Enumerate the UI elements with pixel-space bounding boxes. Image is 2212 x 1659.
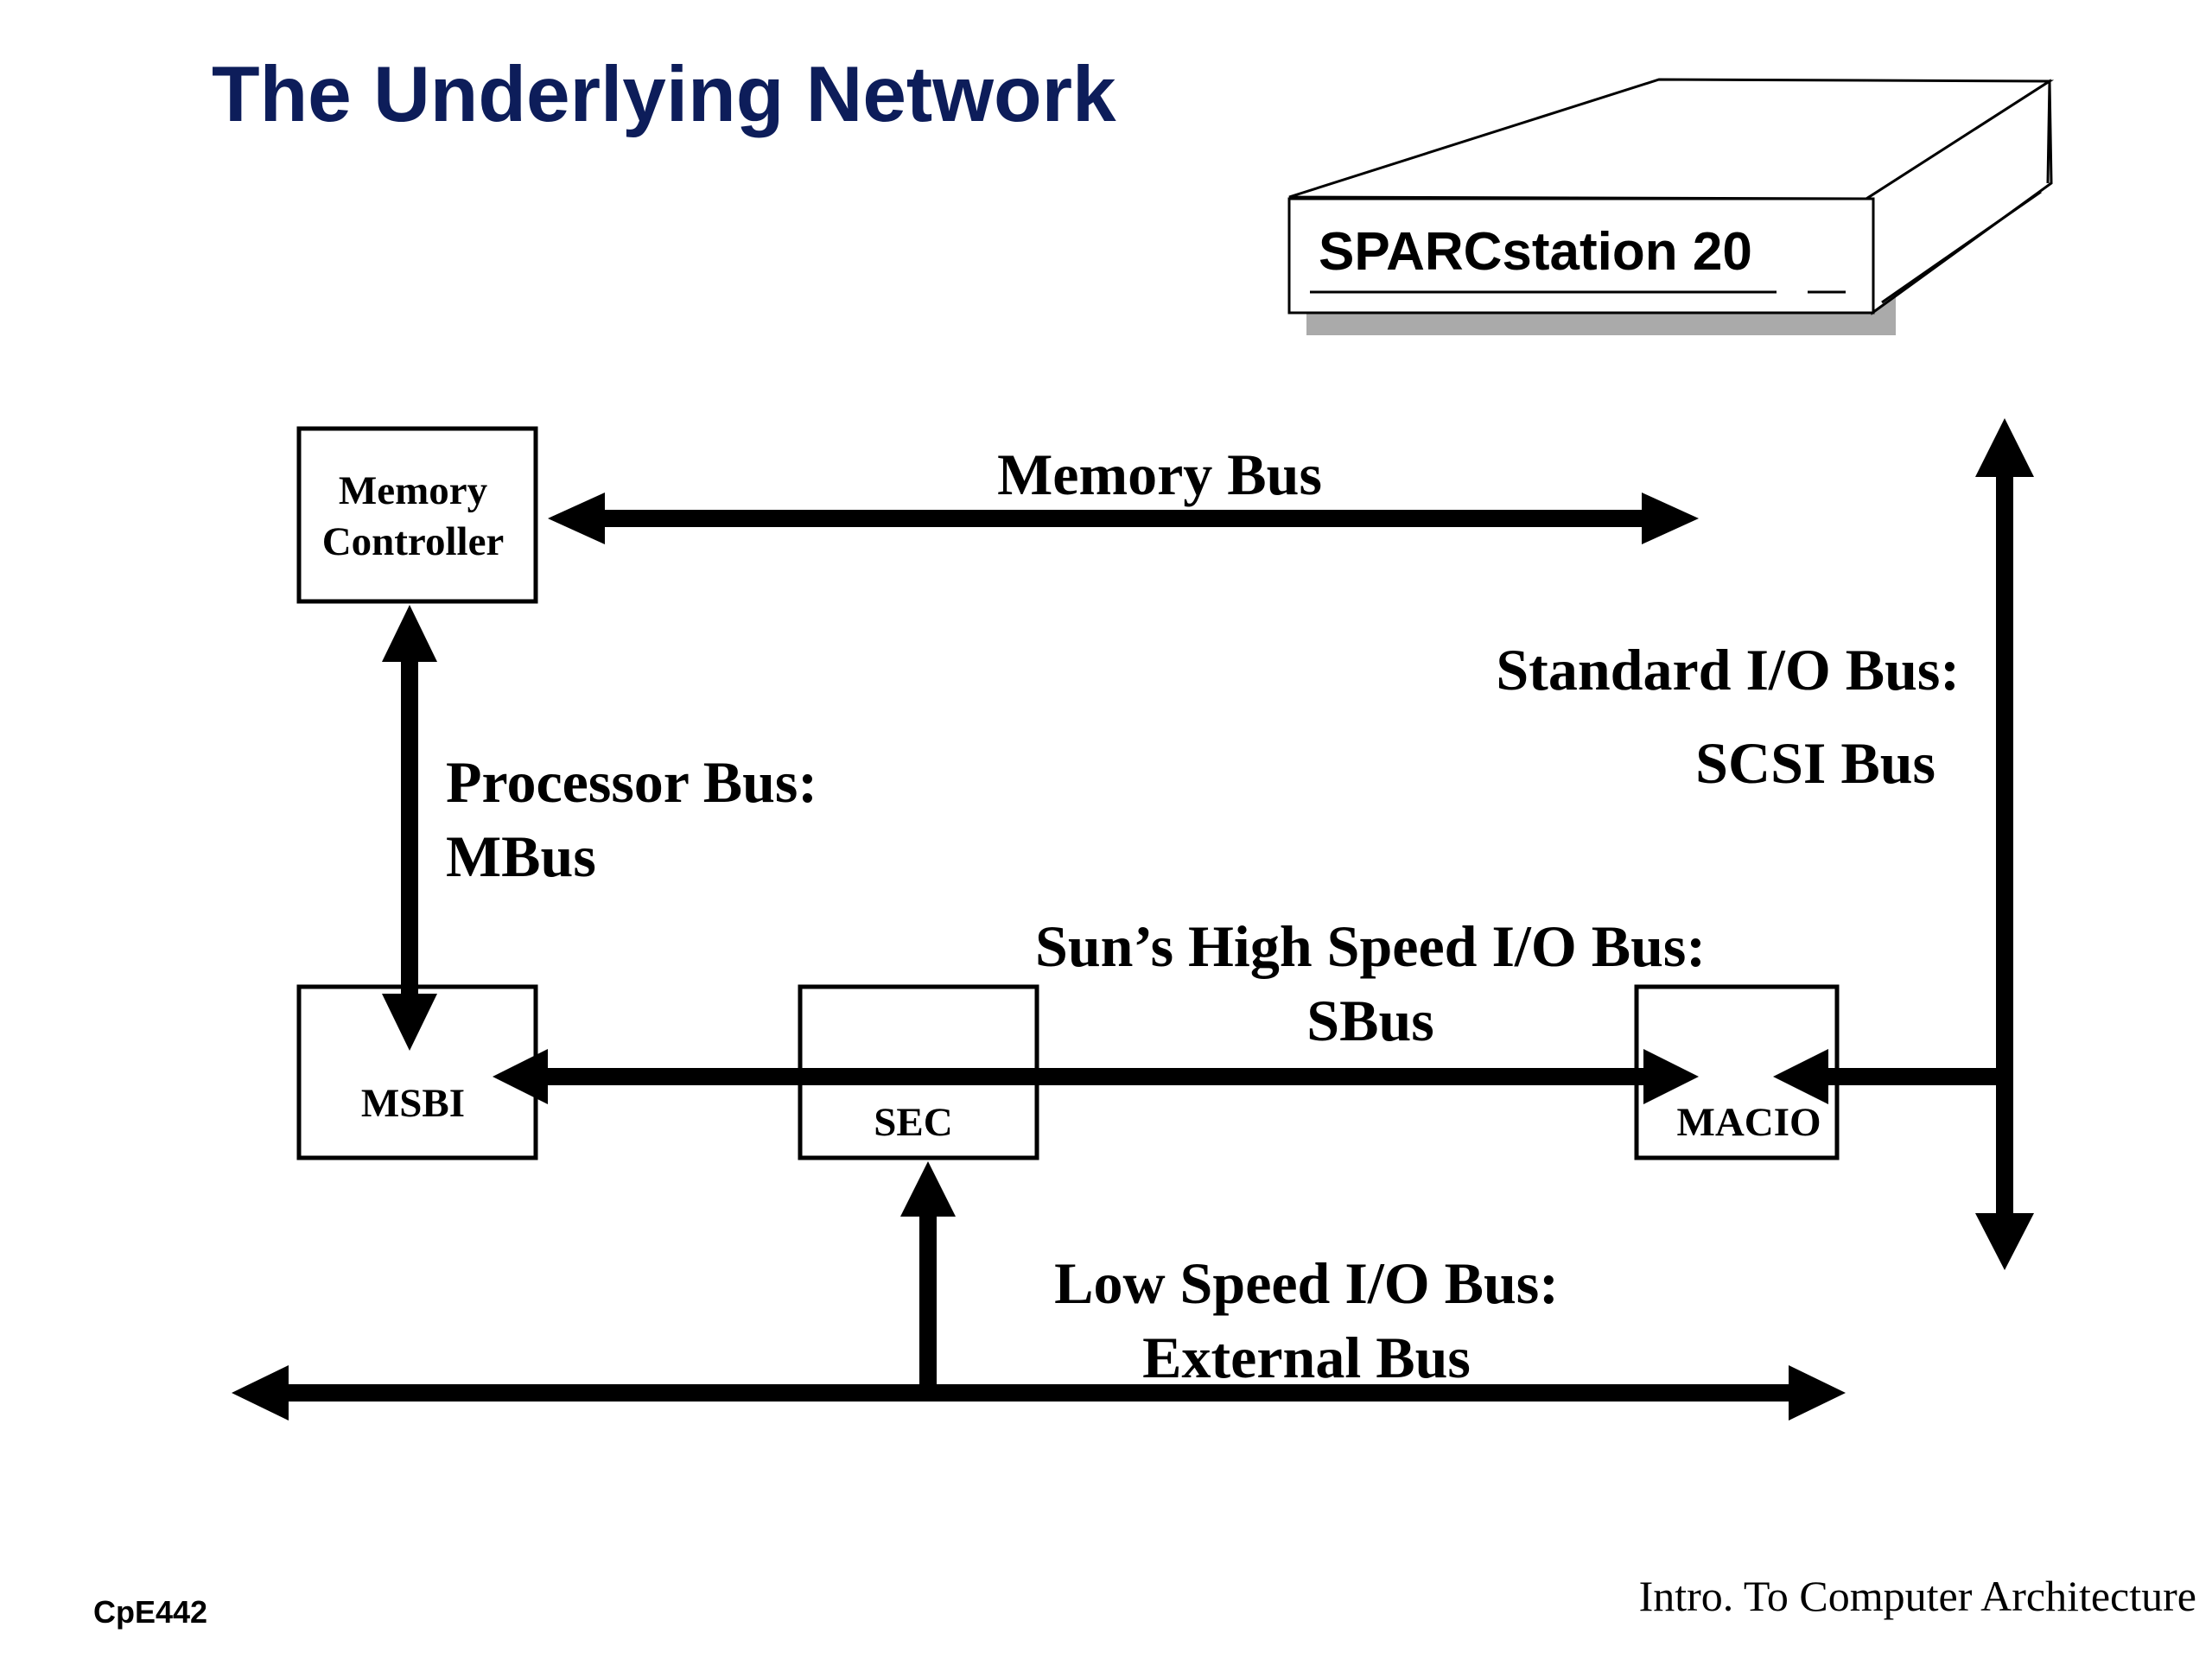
high-speed-io-bus-label-line1: Sun’s High Speed I/O Bus: [1035, 913, 1706, 979]
workstation-label: SPARCstation 20 [1319, 222, 1752, 282]
processor-bus-arrow [382, 605, 437, 1051]
low-speed-io-bus-arrow [232, 1365, 1846, 1421]
scsi-to-macio-arrow [1773, 1049, 1999, 1104]
low-speed-io-bus-label-line2: External Bus [1142, 1325, 1471, 1390]
workstation-front [1287, 197, 1875, 315]
msbi-label: MSBI [361, 1081, 465, 1126]
memory-bus-label: Memory Bus [997, 442, 1322, 507]
footer-course: CpE442 [93, 1594, 207, 1630]
processor-bus-label-line1: Processor Bus: [446, 749, 817, 815]
standard-io-bus-label-line1: Standard I/O Bus: [1496, 637, 1960, 702]
low-speed-io-bus-label-line1: Low Speed I/O Bus: [1054, 1250, 1559, 1316]
high-speed-io-bus-arrow [493, 1049, 1699, 1104]
macio-label: MACIO [1676, 1100, 1821, 1145]
memory-controller-box: Memory Controller [296, 426, 538, 604]
memory-bus-arrow [548, 493, 1699, 544]
standard-io-bus-arrow [1975, 418, 2034, 1270]
sec-label: SEC [874, 1100, 952, 1145]
processor-bus-label-line2: MBus [446, 823, 596, 889]
standard-io-bus-label-line2: SCSI Bus [1695, 730, 1936, 796]
footer-subject: Intro. To Computer Architecture [1639, 1572, 2196, 1620]
memory-controller-label-line1: Memory [339, 468, 488, 513]
page-title: The Underlying Network [212, 51, 1116, 138]
sec-connector-arrow [900, 1161, 956, 1388]
high-speed-io-bus-label-line2: SBus [1306, 988, 1433, 1053]
sparcstation-illustration: SPARCstation 20 [1287, 78, 2055, 335]
memory-controller-label-line2: Controller [322, 519, 505, 564]
